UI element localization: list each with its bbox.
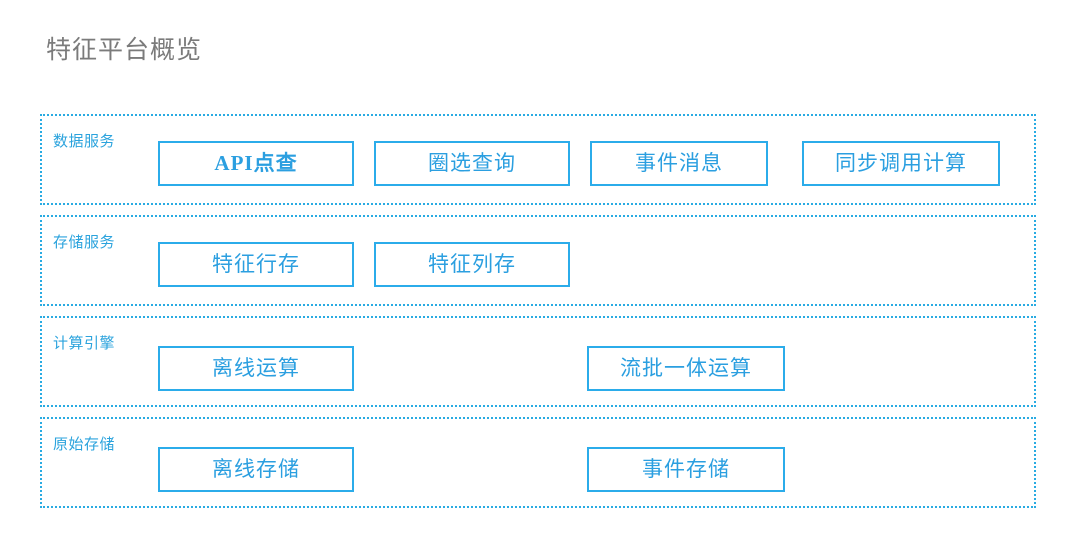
node-box-feature-column-store[interactable]: 特征列存 — [374, 242, 570, 287]
node-box-stream-batch-unified-compute[interactable]: 流批一体运算 — [587, 346, 785, 391]
node-box-offline-compute[interactable]: 离线运算 — [158, 346, 354, 391]
node-box-offline-storage[interactable]: 离线存储 — [158, 447, 354, 492]
layer-row-data-service: 数据服务 API点查 圈选查询 事件消息 同步调用计算 — [40, 114, 1036, 205]
layer-row-compute-engine: 计算引擎 离线运算 流批一体运算 — [40, 316, 1036, 407]
node-box-event-storage[interactable]: 事件存储 — [587, 447, 785, 492]
layer-boxes-storage-service: 特征行存 特征列存 — [42, 217, 1034, 304]
node-box-event-message[interactable]: 事件消息 — [590, 141, 768, 186]
node-box-api-point-query[interactable]: API点查 — [158, 141, 354, 186]
layer-label-storage-service: 存储服务 — [53, 234, 116, 251]
layer-boxes-data-service: API点查 圈选查询 事件消息 同步调用计算 — [42, 116, 1034, 203]
layer-row-storage-service: 存储服务 特征行存 特征列存 — [40, 215, 1036, 306]
node-box-segment-query[interactable]: 圈选查询 — [374, 141, 570, 186]
layer-row-raw-storage: 原始存储 离线存储 事件存储 — [40, 417, 1036, 508]
layer-label-compute-engine: 计算引擎 — [53, 335, 116, 352]
layer-boxes-compute-engine: 离线运算 流批一体运算 — [42, 318, 1034, 405]
node-box-feature-row-store[interactable]: 特征行存 — [158, 242, 354, 287]
node-box-sync-invoke-compute[interactable]: 同步调用计算 — [802, 141, 1000, 186]
layer-label-raw-storage: 原始存储 — [53, 436, 116, 453]
layer-label-data-service: 数据服务 — [53, 133, 116, 150]
layer-boxes-raw-storage: 离线存储 事件存储 — [42, 419, 1034, 506]
page-title: 特征平台概览 — [46, 36, 203, 64]
feature-platform-architecture-diagram: 数据服务 API点查 圈选查询 事件消息 同步调用计算 存储服务 特征行存 特征… — [40, 114, 1036, 508]
